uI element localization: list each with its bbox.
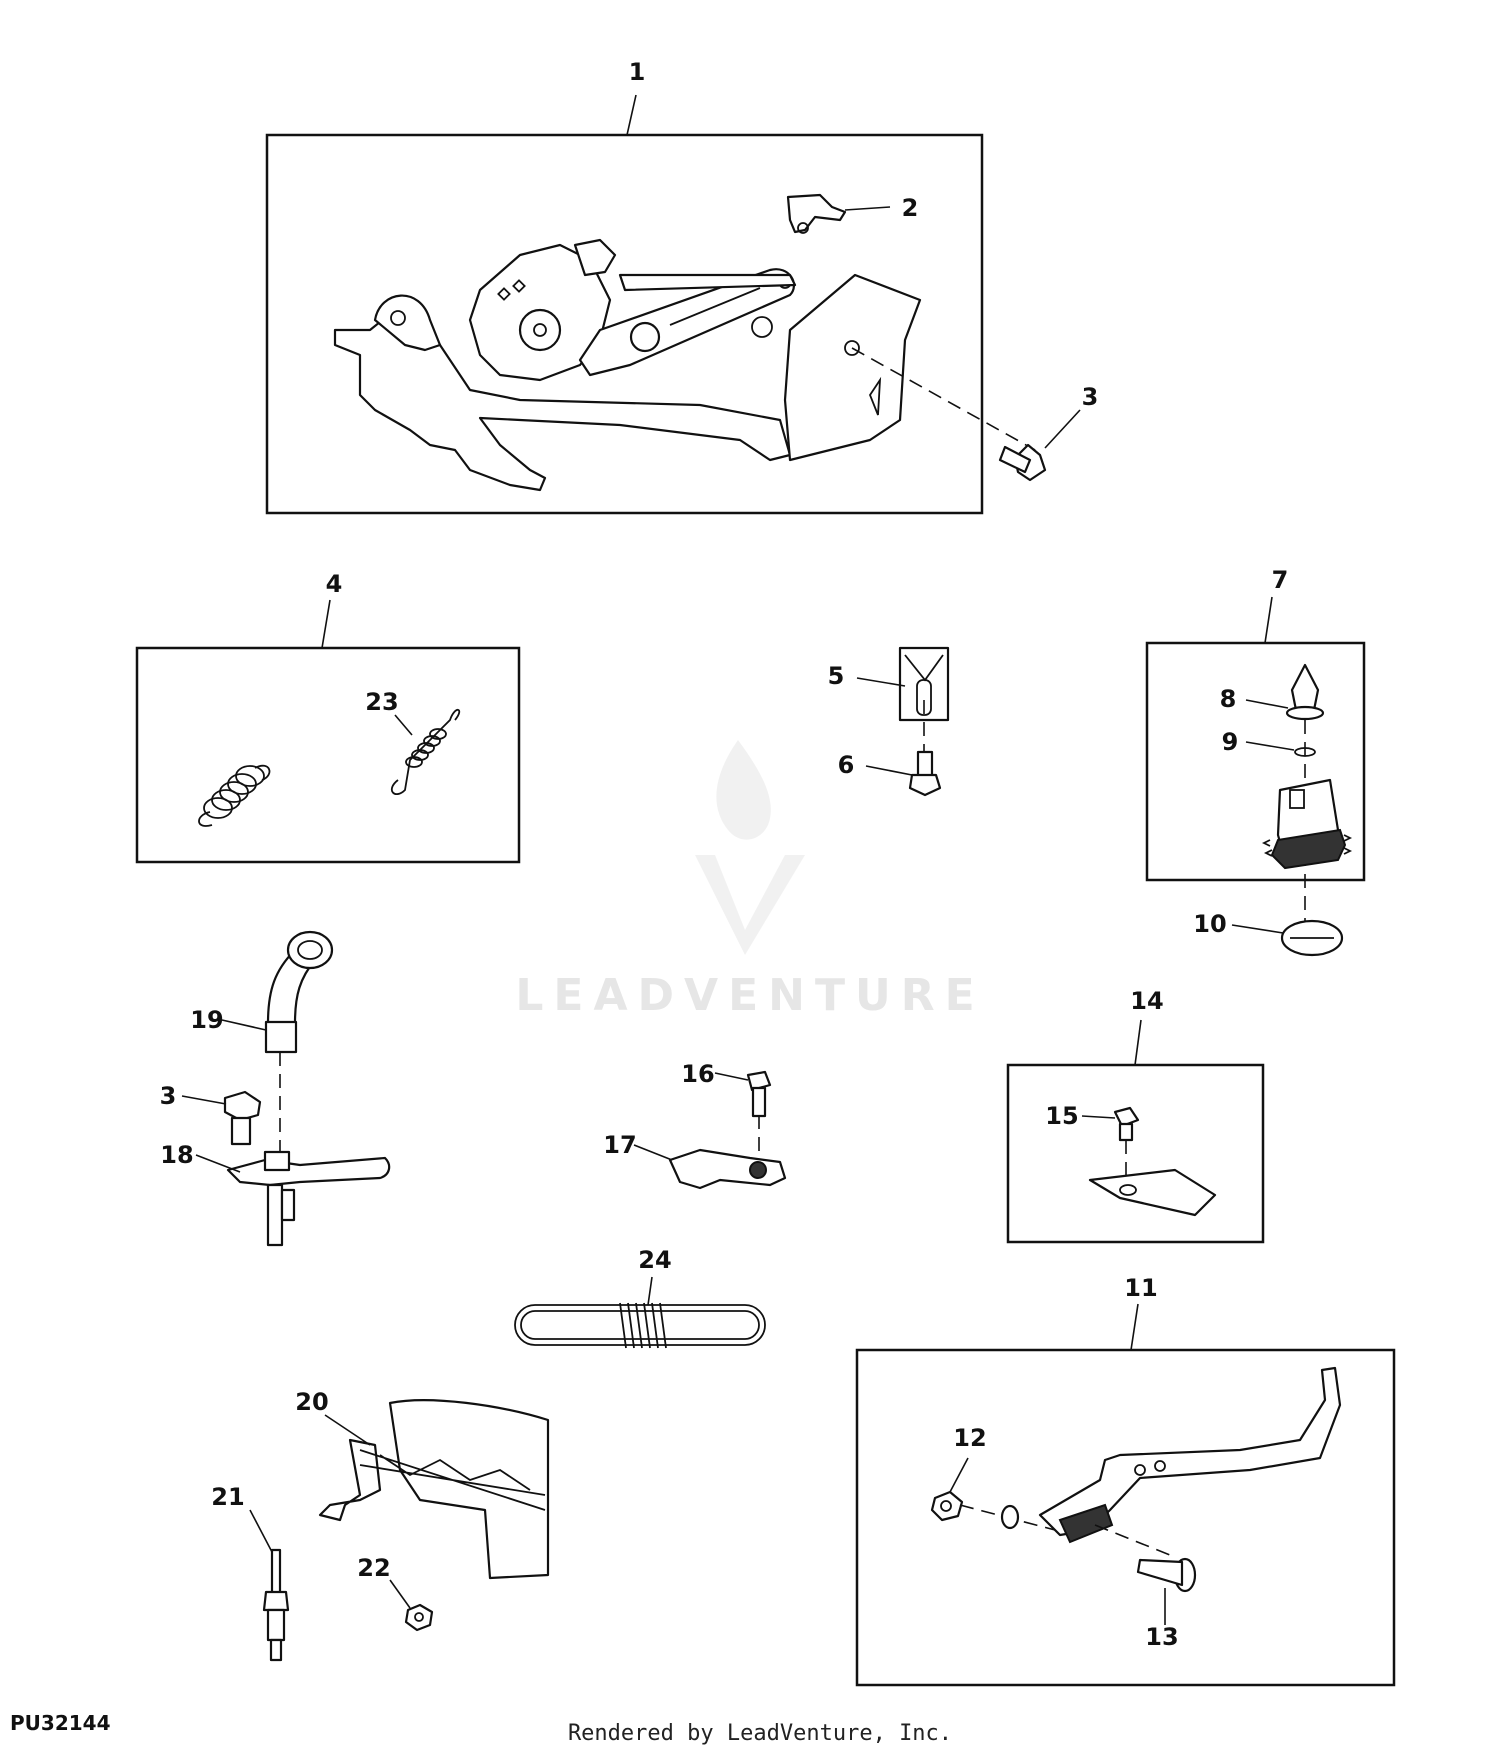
throttle-control-bracket (333, 238, 922, 492)
callout-13: 13 (1145, 1623, 1178, 1651)
lever-plate-17 (668, 1148, 787, 1190)
stud-21 (262, 1548, 290, 1662)
callout-23: 23 (365, 688, 398, 716)
callout-24: 24 (638, 1246, 671, 1274)
governor-lever (226, 1150, 391, 1247)
kit-box-1 (265, 133, 984, 515)
callout-18: 18 (160, 1141, 193, 1169)
extension-spring-large (198, 764, 271, 827)
callout-5: 5 (828, 662, 845, 690)
diagram-id: PU32144 (10, 1711, 110, 1735)
spur-gear (1261, 778, 1353, 870)
callout-3-top: 3 (1082, 383, 1099, 411)
callout-7: 7 (1272, 566, 1289, 594)
watermark: LEADVENTURE (515, 740, 984, 1021)
callout-17: 17 (603, 1131, 636, 1159)
drive-belt (514, 1302, 766, 1349)
callout-11: 11 (1124, 1274, 1157, 1302)
callout-6: 6 (838, 751, 855, 779)
callout-10: 10 (1193, 910, 1226, 938)
screw-15 (1113, 1106, 1140, 1142)
elbow-tube (264, 930, 334, 1054)
washer-11 (1000, 1504, 1020, 1530)
watermark-text: LEADVENTURE (515, 970, 984, 1021)
callout-8: 8 (1220, 685, 1237, 713)
hex-nut-12 (930, 1490, 964, 1522)
push-rivet (1285, 663, 1325, 721)
hex-bolt-top (998, 443, 1047, 482)
credit-line: Rendered by LeadVenture, Inc. (568, 1721, 952, 1746)
plate-15 (1088, 1168, 1217, 1217)
callout-12: 12 (953, 1424, 986, 1452)
kit-box-11 (855, 1348, 1396, 1687)
pivot-bolt-13 (1136, 1557, 1197, 1593)
gear-cap-disc (1280, 919, 1344, 957)
callout-16: 16 (681, 1060, 714, 1088)
leadventure-logo-icon (695, 740, 805, 955)
callout-19: 19 (190, 1006, 223, 1034)
callout-21: 21 (211, 1483, 244, 1511)
hex-nut-22 (404, 1603, 434, 1632)
callout-1: 1 (629, 58, 646, 86)
callout-2: 2 (902, 194, 919, 222)
callout-3-middle: 3 (160, 1082, 177, 1110)
hex-bolt-middle (223, 1090, 262, 1146)
kit-box-14 (1006, 1063, 1265, 1244)
blade-guard-shield (318, 1399, 550, 1580)
kit-box-4 (135, 646, 521, 864)
kit-box-7 (1145, 641, 1366, 882)
throttle-clip (786, 193, 847, 234)
callout-9: 9 (1222, 728, 1239, 756)
screw-16 (746, 1070, 772, 1118)
callout-4: 4 (326, 570, 343, 598)
callout-22: 22 (357, 1554, 390, 1582)
callout-14: 14 (1130, 987, 1163, 1015)
callout-15: 15 (1045, 1102, 1078, 1130)
extension-spring-small (390, 708, 461, 795)
brake-lever-arm (1038, 1366, 1342, 1544)
clamp-screw (908, 750, 942, 797)
callout-20: 20 (295, 1388, 328, 1416)
